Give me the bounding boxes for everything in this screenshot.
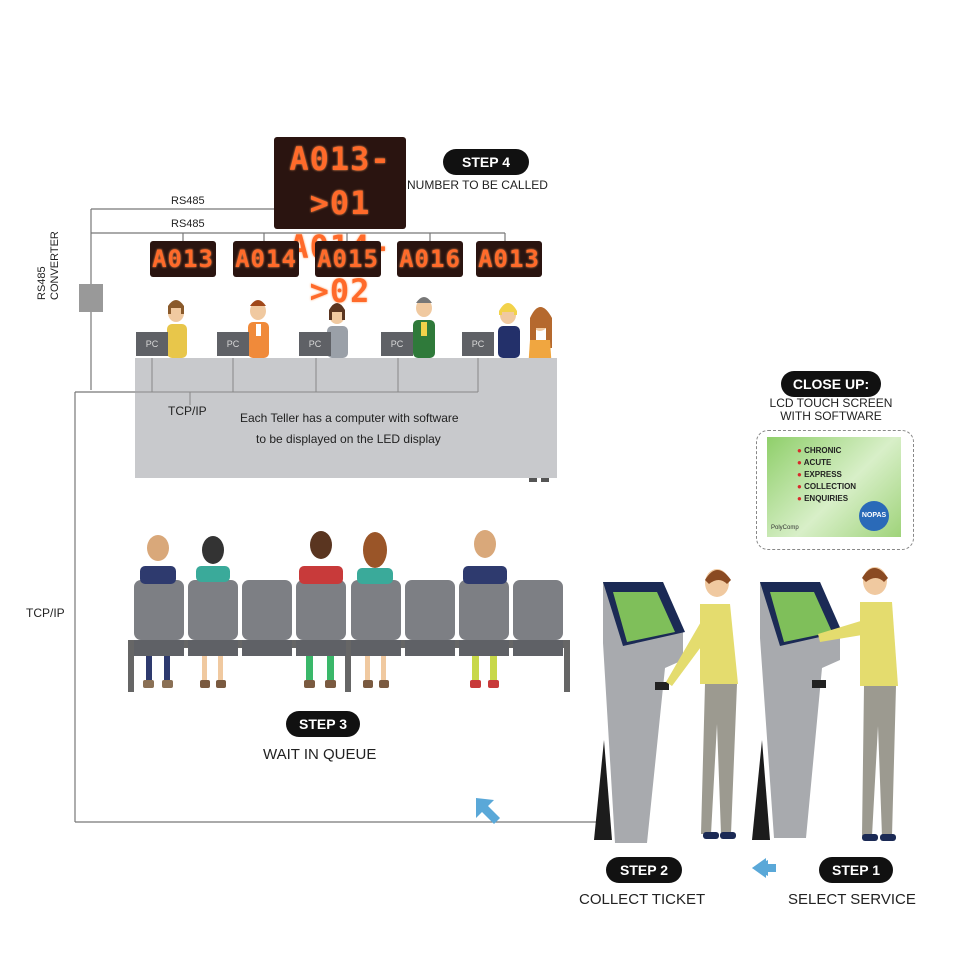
brand-logo: PolyComp [771,525,799,531]
menu-item-enquiries[interactable]: ● ENQUIRIES [797,493,856,505]
menu-item-chronic[interactable]: ● CHRONIC [797,445,856,457]
kiosk-collect-ticket [594,582,685,843]
seal-logo: NOPAS [859,501,889,531]
kiosk-select-service [752,582,842,840]
touch-screen-menu: ● CHRONIC ● ACUTE ● EXPRESS ● COLLECTION… [797,445,856,505]
arrow-to-queue [476,798,500,824]
arrow-step1-to-step2 [752,858,776,878]
step1-caption: SELECT SERVICE [788,891,916,908]
menu-item-collection[interactable]: ● COLLECTION [797,481,856,493]
menu-item-acute[interactable]: ● ACUTE [797,457,856,469]
step2-caption: COLLECT TICKET [579,891,705,908]
step1-pill: STEP 1 [819,857,893,883]
closeup-caption-line2: WITH SOFTWARE [766,410,896,423]
menu-item-express[interactable]: ● EXPRESS [797,469,856,481]
step2-pill: STEP 2 [606,857,682,883]
closeup-caption: LCD TOUCH SCREEN WITH SOFTWARE [766,397,896,423]
customer-collect-ticket [666,569,738,839]
closeup-pill: CLOSE UP: [781,371,881,397]
touch-screen: ● CHRONIC ● ACUTE ● EXPRESS ● COLLECTION… [767,437,901,537]
closeup-panel: ● CHRONIC ● ACUTE ● EXPRESS ● COLLECTION… [756,430,914,550]
